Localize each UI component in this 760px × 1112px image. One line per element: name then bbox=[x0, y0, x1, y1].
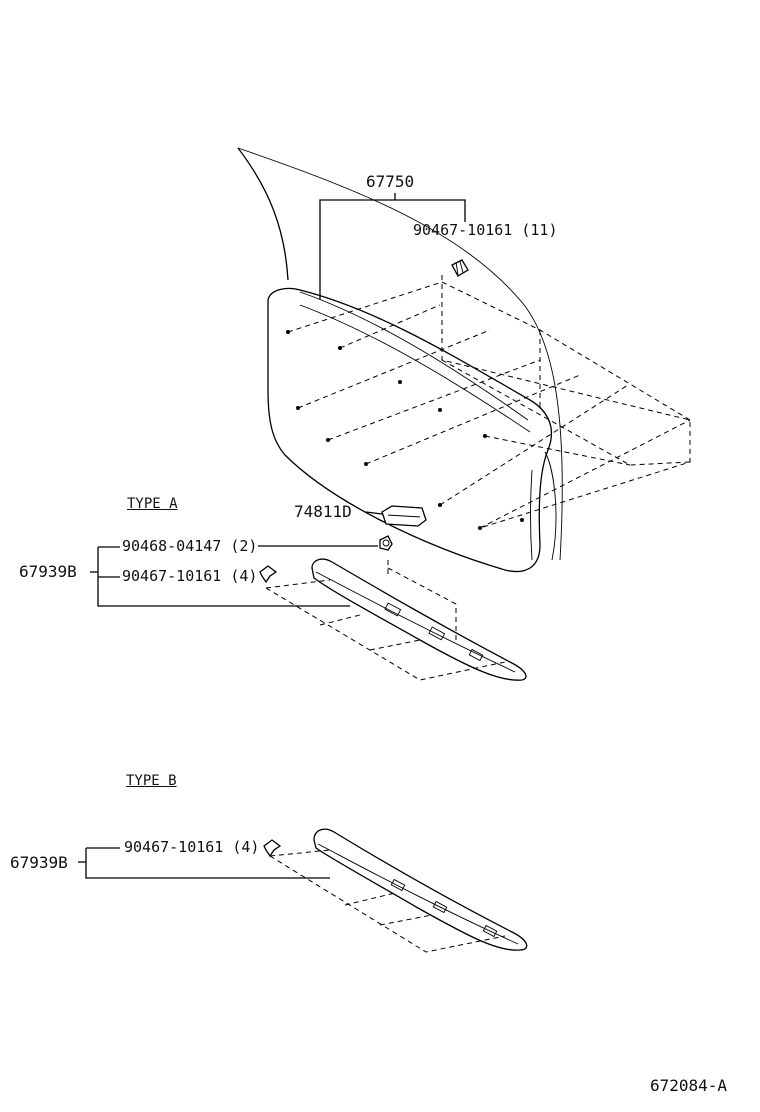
type-b-clip-90467-icon bbox=[263, 839, 282, 858]
type-a-title: TYPE A bbox=[127, 496, 178, 512]
type-a-projection-lines bbox=[265, 560, 506, 681]
type-b-assembly-label: 67939B bbox=[10, 853, 68, 872]
type-a-assembly-label: 67939B bbox=[19, 562, 77, 581]
clip-90467-icon bbox=[451, 259, 469, 277]
type-b-bracket bbox=[78, 847, 330, 879]
type-b-scuff-plate bbox=[313, 828, 528, 951]
type-a-fastener-2-label: 90467-10161 (4) bbox=[122, 567, 258, 585]
back-door-outline bbox=[237, 147, 563, 561]
fastener-label-main: 90467-10161 (11) bbox=[413, 221, 558, 239]
diagram-id: 672084-A bbox=[650, 1076, 728, 1095]
type-a-bracket bbox=[90, 545, 378, 607]
type-a-fastener-1-label: 90468-04147 (2) bbox=[122, 537, 258, 555]
type-a-clip-90467-icon bbox=[259, 565, 278, 584]
type-b-projection-lines bbox=[269, 849, 506, 953]
type-a-scuff-plate bbox=[311, 558, 527, 681]
type-a-clip-90468-icon bbox=[379, 535, 393, 551]
part-label-67750: 67750 bbox=[366, 172, 415, 191]
leader-67750 bbox=[319, 193, 466, 300]
part-label-74811d: 74811D bbox=[294, 502, 352, 521]
plate-74811d-icon bbox=[365, 505, 427, 527]
type-b-title: TYPE B bbox=[126, 773, 177, 789]
back-door-trim-board bbox=[267, 287, 557, 573]
clip-projection-lines bbox=[287, 275, 691, 529]
type-b-fastener-1-label: 90467-10161 (4) bbox=[124, 838, 260, 856]
